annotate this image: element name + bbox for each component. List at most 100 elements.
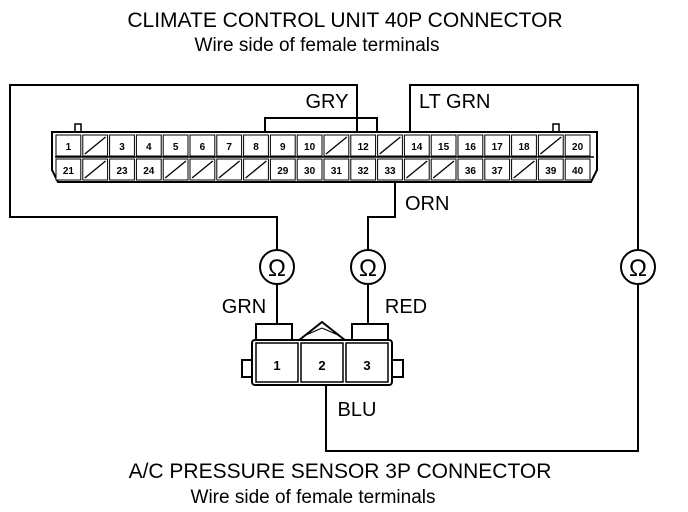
terminal-number: 5 xyxy=(173,142,179,153)
connector-cell xyxy=(109,134,135,157)
sensor-3p-connector: 1 2 3 xyxy=(241,320,404,386)
terminal-number: 10 xyxy=(304,142,316,153)
terminal-number: 1 xyxy=(66,142,72,153)
sensor-cavity-1 xyxy=(255,342,299,383)
wire-label-red: RED xyxy=(385,296,427,318)
wire-label-blu: BLU xyxy=(338,399,377,421)
wire-label-grn: GRN xyxy=(222,296,266,318)
ohmmeter-icon xyxy=(259,249,295,285)
unused-terminal-slash xyxy=(218,160,241,179)
terminal-number: 18 xyxy=(518,142,530,153)
connector-cell xyxy=(55,134,82,157)
wire-lt-grn xyxy=(409,84,639,250)
terminal-number: 9 xyxy=(280,142,286,153)
terminal-number: 37 xyxy=(492,166,504,177)
unused-terminal-slash xyxy=(325,136,348,155)
ohmmeter-blu: Ω xyxy=(620,249,656,285)
terminal-number: 6 xyxy=(200,142,206,153)
unused-terminal-slash xyxy=(405,160,428,179)
sensor-connector-title: A/C PRESSURE SENSOR 3P CONNECTOR xyxy=(129,460,552,483)
terminal-number: 23 xyxy=(116,166,128,177)
terminal-number: 21 xyxy=(63,166,75,177)
connector-cell xyxy=(296,134,323,157)
sensor-cavity-2 xyxy=(300,342,344,383)
terminal-number: 15 xyxy=(438,142,450,153)
terminal-number: 29 xyxy=(277,166,289,177)
sensor-pin-2: 2 xyxy=(318,358,325,373)
terminal-number: 39 xyxy=(545,166,557,177)
sensor-body xyxy=(251,339,393,386)
connector-cell xyxy=(484,158,511,181)
ohm-symbol: Ω xyxy=(629,255,647,282)
terminal-number: 40 xyxy=(572,166,584,177)
sensor-terminal-hood-3 xyxy=(351,323,389,342)
ohmmeter-icon xyxy=(620,249,656,285)
ecu-connector-subtitle: Wire side of female terminals xyxy=(195,35,440,56)
connector-cell xyxy=(109,158,135,181)
connector-tab-right xyxy=(552,123,560,133)
terminal-number: 16 xyxy=(465,142,477,153)
unused-terminal-slash xyxy=(84,136,107,155)
terminal-number: 4 xyxy=(146,142,152,153)
connector-cell xyxy=(430,134,457,157)
terminal-number: 8 xyxy=(253,142,259,153)
ohm-symbol: Ω xyxy=(268,255,286,282)
terminal-number: 14 xyxy=(411,142,423,153)
wire-paths xyxy=(9,84,639,452)
connector-cell xyxy=(457,134,484,157)
connector-cell xyxy=(162,134,189,157)
wire-label-gry: GRY xyxy=(306,91,349,113)
unused-terminal-slash xyxy=(539,136,562,155)
terminal-number: 32 xyxy=(358,166,370,177)
connector-cell xyxy=(216,134,243,157)
unused-terminal-slash xyxy=(84,160,107,179)
sensor-lock-tab xyxy=(295,320,349,342)
connector-cell xyxy=(350,134,377,157)
connector-cell xyxy=(377,158,403,181)
wire-label-lt-grn: LT GRN xyxy=(419,91,491,113)
connector-cell xyxy=(564,134,591,157)
terminal-number: 30 xyxy=(304,166,316,177)
sensor-pin-3: 3 xyxy=(363,358,370,373)
wire-label-orn: ORN xyxy=(405,193,449,215)
connector-latch xyxy=(264,117,378,131)
terminal-number: 20 xyxy=(572,142,584,153)
connector-cell xyxy=(564,158,591,181)
ohmmeter-icon xyxy=(350,249,386,285)
wire-orn xyxy=(367,182,396,250)
terminal-number: 3 xyxy=(119,142,125,153)
connector-cell xyxy=(484,134,511,157)
connector-cell xyxy=(323,158,350,181)
connector-cell xyxy=(55,158,82,181)
ohmmeter-red: Ω xyxy=(350,249,386,285)
connector-cell xyxy=(511,134,537,157)
sensor-pin-1: 1 xyxy=(273,358,280,373)
connector-cell xyxy=(403,134,430,157)
wire-gry-grn xyxy=(9,84,358,250)
connector-cell xyxy=(269,158,296,181)
unused-terminal-slash xyxy=(164,160,187,179)
connector-cell xyxy=(135,158,162,181)
connector-cell xyxy=(296,158,323,181)
connector-cell xyxy=(350,158,377,181)
connector-cell xyxy=(189,134,216,157)
connector-cell xyxy=(135,134,162,157)
terminal-number: 17 xyxy=(492,142,504,153)
unused-terminal-slash xyxy=(245,160,267,179)
terminal-number: 33 xyxy=(384,166,396,177)
unused-terminal-slash xyxy=(379,136,401,155)
connector-cell xyxy=(243,134,269,157)
connector-cell xyxy=(269,134,296,157)
wire-blu xyxy=(325,284,639,452)
sensor-connector-subtitle: Wire side of female terminals xyxy=(191,487,436,508)
terminal-number: 24 xyxy=(143,166,155,177)
ecu-connector-title: CLIMATE CONTROL UNIT 40P CONNECTOR xyxy=(127,9,562,32)
connector-tab-left xyxy=(74,123,82,133)
unused-terminal-slash xyxy=(432,160,455,179)
sensor-terminal-hood-1 xyxy=(255,323,293,342)
sensor-cavity-3 xyxy=(345,342,389,383)
unused-terminal-slash xyxy=(191,160,214,179)
